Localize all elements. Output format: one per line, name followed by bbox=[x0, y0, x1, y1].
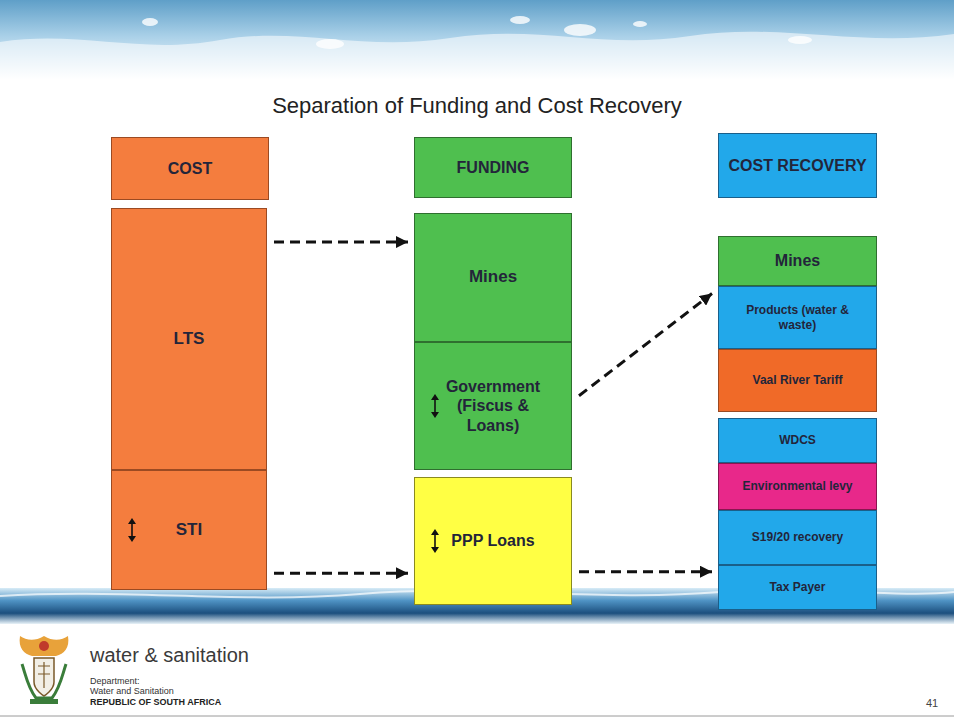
funding-box: PPP Loans bbox=[414, 477, 572, 605]
department-line: Department: bbox=[90, 676, 140, 686]
box-label: Products (water & waste) bbox=[727, 303, 868, 332]
box-label: Mines bbox=[469, 267, 517, 287]
box-label: Government (Fiscus & Loans) bbox=[441, 377, 545, 435]
box-label: Mines bbox=[775, 251, 820, 270]
water-wave bbox=[0, 32, 954, 80]
double-arrow-symbol bbox=[126, 517, 138, 543]
column-header: COST RECOVERY bbox=[718, 133, 877, 198]
dashed-arrow bbox=[579, 570, 712, 573]
recovery-box: WDCS bbox=[718, 418, 877, 463]
column-header: COST bbox=[111, 137, 269, 200]
box-label: Tax Payer bbox=[770, 580, 826, 594]
box-label: Vaal River Tariff bbox=[753, 373, 843, 387]
recovery-box: Environmental levy bbox=[718, 463, 877, 510]
department-line: REPUBLIC OF SOUTH AFRICA bbox=[90, 697, 221, 707]
box-label: PPP Loans bbox=[451, 531, 534, 550]
box-label: COST RECOVERY bbox=[728, 156, 866, 175]
recovery-box: Products (water & waste) bbox=[718, 286, 877, 349]
footer-rule bbox=[0, 716, 954, 717]
double-arrow-symbol bbox=[429, 393, 441, 419]
dashed-arrow bbox=[274, 241, 408, 244]
box-label: S19/20 recovery bbox=[752, 530, 843, 544]
water-band bbox=[0, 0, 954, 80]
slide-title: Separation of Funding and Cost Recovery bbox=[0, 93, 954, 119]
box-label: Environmental levy bbox=[742, 479, 852, 493]
recovery-box: Mines bbox=[718, 236, 877, 286]
brand-name: water & sanitation bbox=[90, 644, 249, 667]
department-line: Water and Sanitation bbox=[90, 686, 174, 696]
cost-box: STI bbox=[111, 470, 267, 590]
column-header: FUNDING bbox=[414, 137, 572, 198]
box-label: FUNDING bbox=[457, 158, 530, 177]
box-label: LTS bbox=[174, 329, 205, 349]
coat-of-arms-logo bbox=[20, 636, 69, 704]
funding-box: Mines bbox=[414, 213, 572, 342]
box-label: STI bbox=[176, 520, 202, 540]
water-bubbles bbox=[142, 16, 812, 49]
cost-box: LTS bbox=[111, 208, 267, 470]
dashed-arrow bbox=[579, 294, 712, 396]
dashed-arrow bbox=[274, 572, 408, 575]
double-arrow-symbol bbox=[429, 528, 441, 554]
recovery-box: Tax Payer bbox=[718, 565, 877, 610]
box-label: COST bbox=[168, 159, 212, 178]
page-number: 41 bbox=[926, 697, 938, 709]
box-label: WDCS bbox=[779, 433, 816, 447]
recovery-box: S19/20 recovery bbox=[718, 510, 877, 565]
funding-box: Government (Fiscus & Loans) bbox=[414, 342, 572, 470]
recovery-box: Vaal River Tariff bbox=[718, 349, 877, 412]
